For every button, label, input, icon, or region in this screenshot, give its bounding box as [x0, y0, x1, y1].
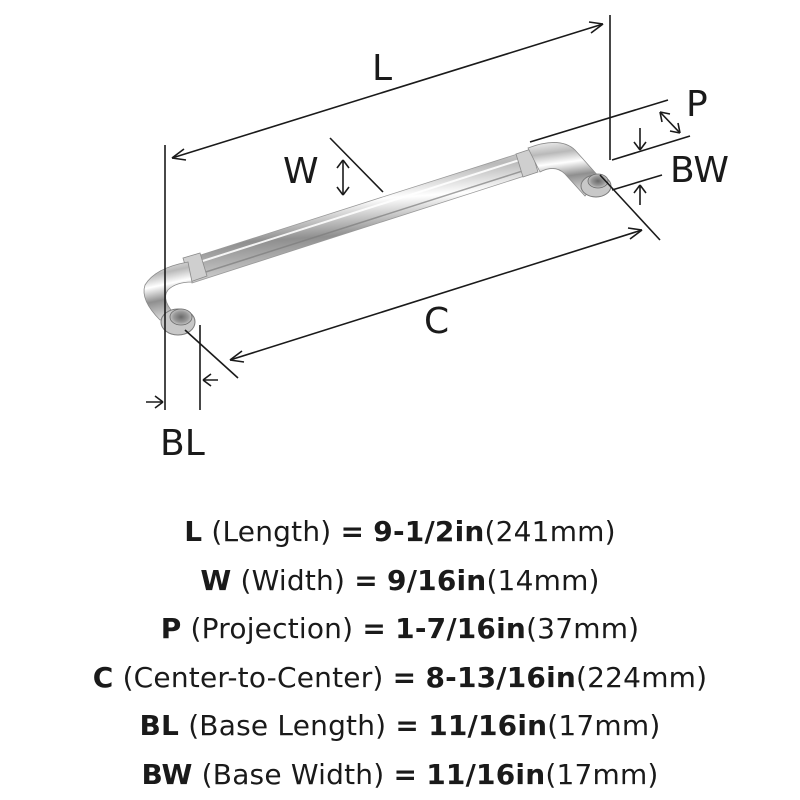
spec-equals: = [395, 709, 420, 742]
bl-arrow-right [202, 373, 218, 387]
spec-abbr: BW [141, 757, 193, 791]
spec-metric: (224mm) [576, 660, 708, 694]
spec-name: (Projection) [190, 612, 354, 645]
spec-metric: (17mm) [547, 709, 661, 742]
spec-equals: = [354, 563, 378, 597]
w-arrow-top [336, 159, 350, 169]
bw-arrow [633, 184, 647, 205]
spec-line: W (Width) = 9/16in(14mm) [0, 557, 800, 606]
spec-abbr: L [184, 515, 203, 548]
p-arrow-left-tick [633, 128, 647, 151]
label-p: P [686, 84, 708, 125]
dimension-lines [146, 15, 691, 410]
spec-equals: = [393, 757, 418, 791]
spec-line: L (Length) = 9-1/2in(241mm) [0, 508, 800, 557]
spec-equals: = [362, 612, 387, 645]
label-l: L [372, 48, 392, 89]
spec-equals: = [340, 515, 365, 548]
spec-line: P (Projection) = 1-7/16in(37mm) [0, 605, 800, 654]
handle-illustration [143, 142, 612, 336]
l-arrow-left [171, 148, 187, 161]
spec-name: (Length) [211, 515, 332, 548]
spec-abbr: W [200, 563, 232, 597]
c-dimension-line [229, 229, 643, 361]
spec-imperial: 11/16in [428, 709, 548, 742]
spec-metric: (17mm) [545, 757, 659, 791]
spec-imperial: 1-7/16in [395, 612, 527, 645]
p-extension-bottom [611, 135, 691, 161]
p-arrow-top [659, 111, 671, 123]
spec-name: (Center-to-Center) [122, 660, 384, 694]
c-extension-left [184, 329, 239, 379]
c-arrow-right [627, 227, 643, 240]
w-arrow-bottom [336, 186, 350, 196]
label-c: C [424, 301, 449, 342]
spec-equals: = [392, 660, 417, 694]
handle-dimension-diagram: L W P BW C BL [143, 15, 729, 464]
spec-line: BL (Base Length) = 11/16in(17mm) [0, 702, 800, 751]
spec-abbr: C [92, 660, 114, 694]
bw-extension-short [611, 174, 663, 191]
w-extension [329, 137, 384, 193]
p-extension-top [529, 99, 669, 143]
spec-line: C (Center-to-Center) = 8-13/16in(224mm) [0, 654, 800, 703]
spec-imperial: 9-1/2in [373, 515, 485, 548]
specification-list: L (Length) = 9-1/2in(241mm)W (Width) = 9… [0, 508, 800, 799]
spec-name: (Base Width) [201, 757, 385, 791]
spec-name: (Width) [240, 563, 346, 597]
p-arrow-bottom [669, 122, 681, 134]
p-dimension-line [659, 111, 681, 134]
l-dimension-line [171, 23, 604, 159]
spec-abbr: P [160, 612, 182, 645]
spec-metric: (37mm) [526, 612, 640, 645]
bw-extension [599, 174, 661, 241]
spec-abbr: BL [139, 709, 180, 742]
spec-metric: (14mm) [486, 563, 600, 597]
spec-metric: (241mm) [484, 515, 616, 548]
c-arrow-left [229, 350, 245, 363]
left-post-face [169, 308, 193, 326]
spec-imperial: 11/16in [426, 757, 546, 791]
spec-imperial: 8-13/16in [425, 660, 577, 694]
spec-imperial: 9/16in [387, 563, 487, 597]
l-arrow-right [588, 21, 604, 34]
spec-name: (Base Length) [188, 709, 387, 742]
label-w: W [283, 151, 319, 192]
bl-arrow-left [146, 395, 164, 409]
label-bl: BL [160, 423, 205, 464]
spec-line: BW (Base Width) = 11/16in(17mm) [0, 751, 800, 800]
label-bw: BW [670, 150, 729, 191]
